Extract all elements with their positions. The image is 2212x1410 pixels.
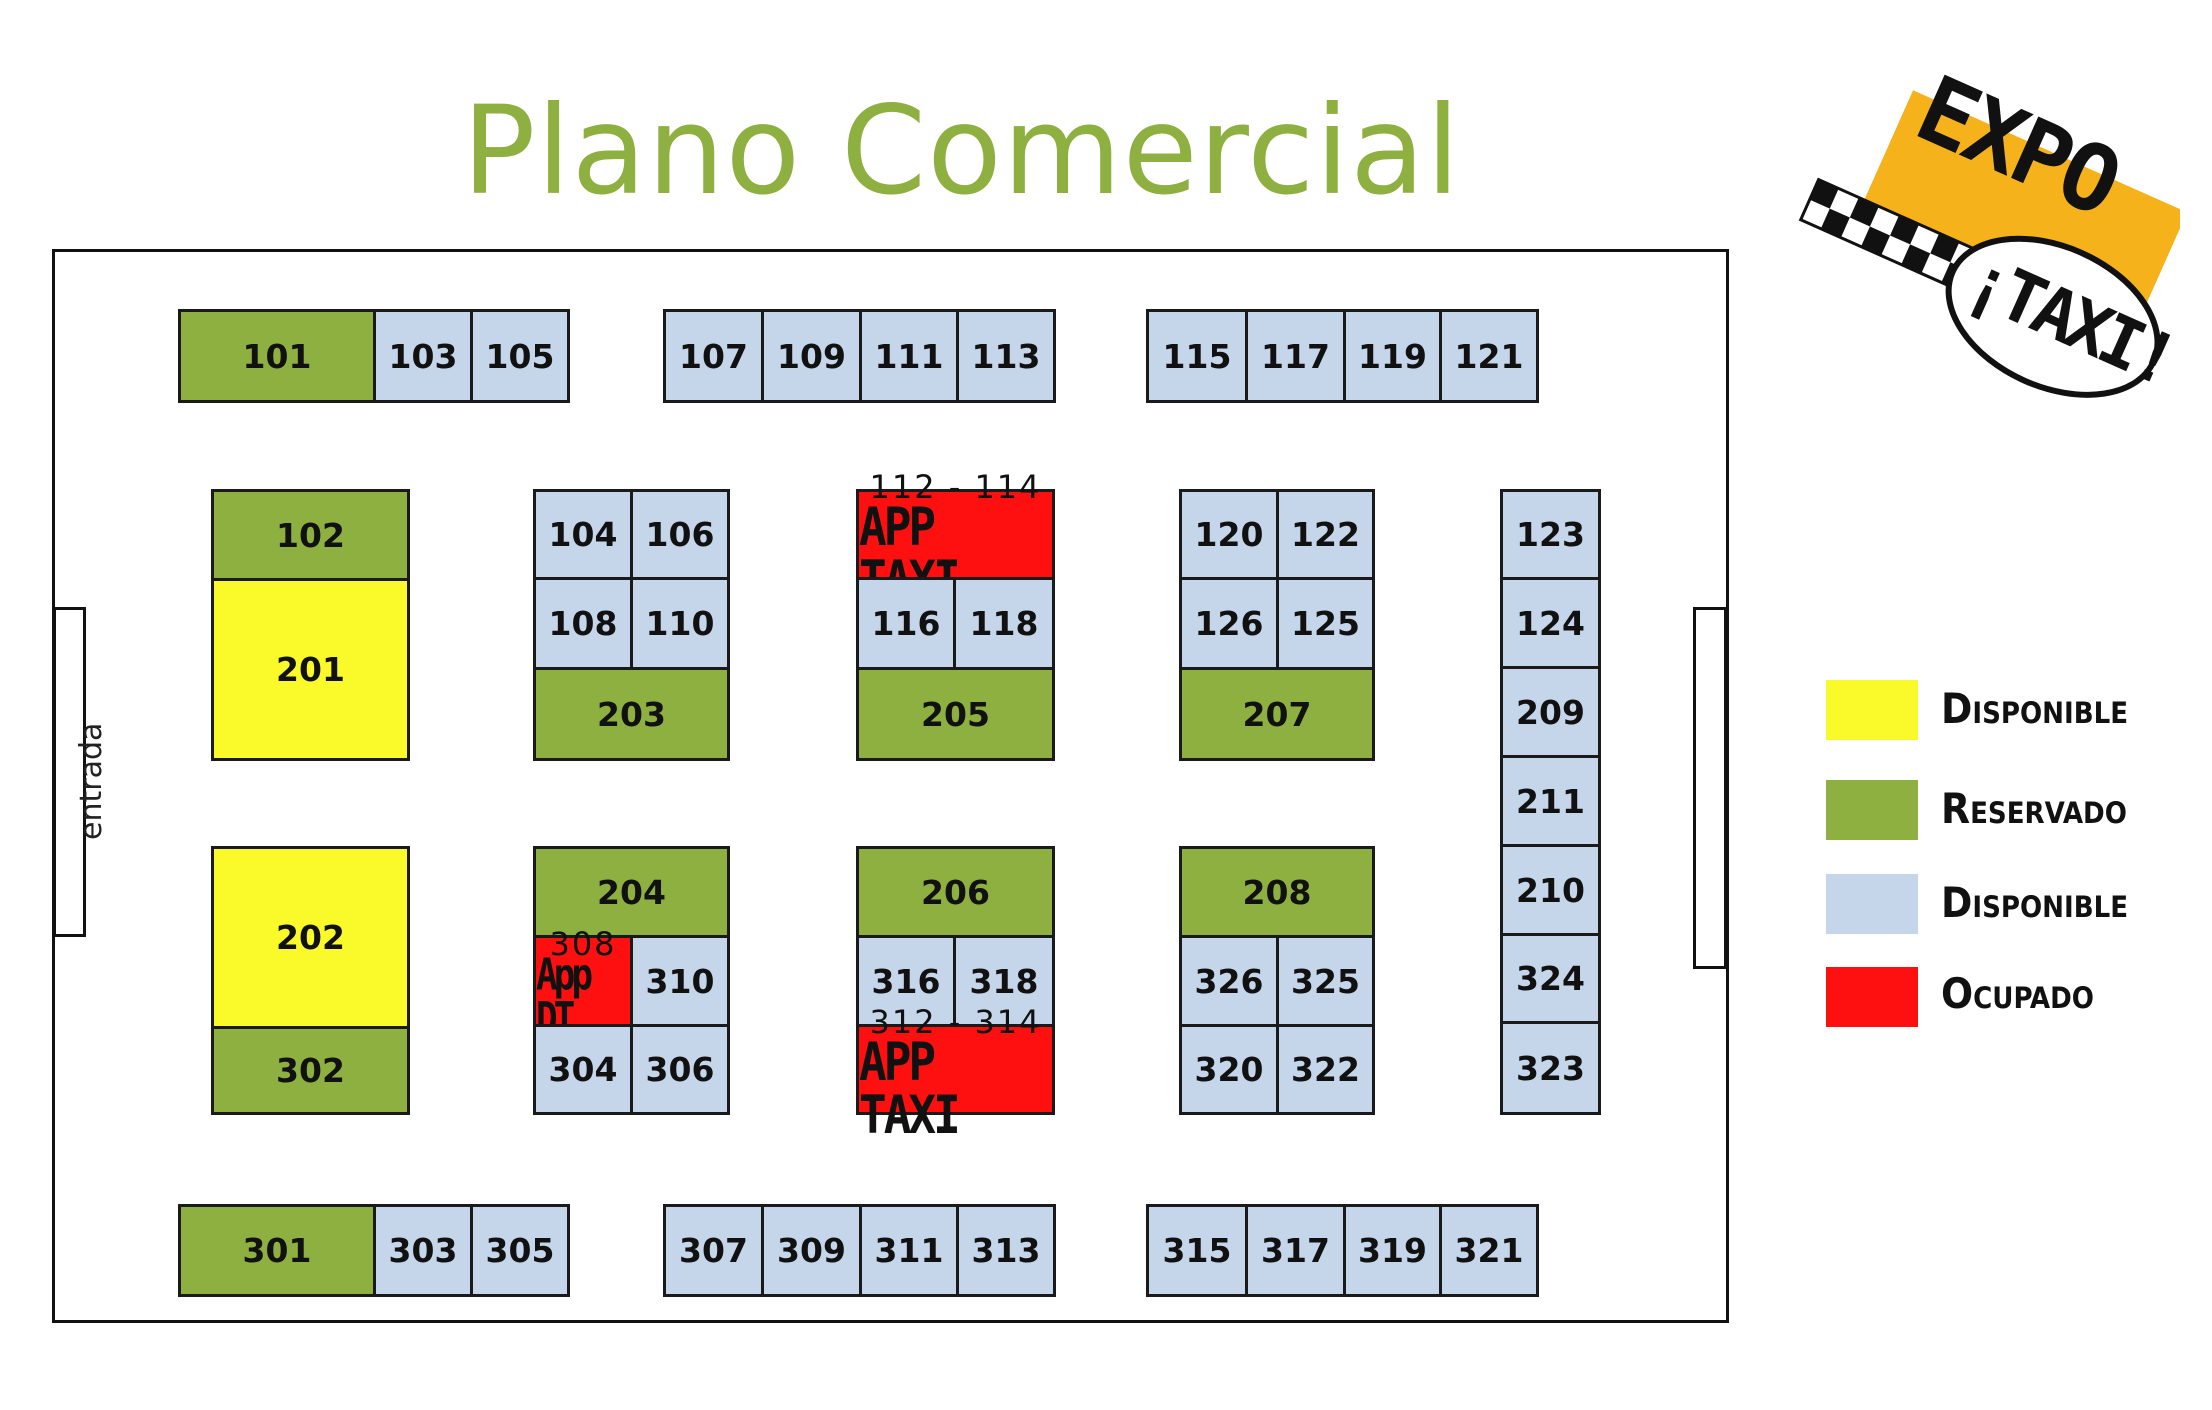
booth-311[interactable]: 311 [859,1204,959,1297]
booth-301[interactable]: 301 [178,1204,376,1297]
booth-112-114[interactable]: 112 - 114 APP TAXI [856,471,1055,605]
booth-202[interactable]: 202 [211,846,410,1029]
legend-swatch-occupied [1826,967,1918,1027]
legend-label-available-blue: Disponible [1941,878,2129,927]
booth-316[interactable]: 316 [856,935,956,1027]
booth-324[interactable]: 324 [1500,933,1601,1024]
booth-211[interactable]: 211 [1500,755,1601,847]
booth-310[interactable]: 310 [630,935,730,1027]
booth-303[interactable]: 303 [373,1204,473,1297]
booth-306[interactable]: 306 [630,1024,730,1115]
booth-305[interactable]: 305 [470,1204,570,1297]
booth-313[interactable]: 313 [956,1204,1056,1297]
booth-319[interactable]: 319 [1343,1204,1442,1297]
booth-304[interactable]: 304 [533,1024,633,1115]
booth-201[interactable]: 201 [211,578,410,761]
booth-115[interactable]: 115 [1146,309,1248,403]
booth-119[interactable]: 119 [1343,309,1442,403]
booth-315[interactable]: 315 [1146,1204,1248,1297]
page-title: Plano Comercial [462,80,1461,222]
legend-swatch-available-blue [1826,874,1918,934]
entrance-label: entrada [74,722,109,840]
booth-317[interactable]: 317 [1245,1204,1346,1297]
booth-101[interactable]: 101 [178,309,376,403]
legend-swatch-available-yellow [1826,680,1918,740]
booth-124[interactable]: 124 [1500,577,1601,669]
booth-102[interactable]: 102 [211,489,410,581]
legend-label-occupied: Ocupado [1941,969,2094,1018]
booth-110[interactable]: 110 [630,577,730,670]
booth-320[interactable]: 320 [1179,1024,1279,1115]
booth-206[interactable]: 206 [856,846,1055,938]
booth-204[interactable]: 204 [533,846,730,938]
booth-325[interactable]: 325 [1276,935,1375,1027]
booth-108[interactable]: 108 [533,577,633,670]
booth-312-314-tenant: APP TAXI [859,1030,961,1145]
booth-308[interactable]: 308 App DT [533,928,633,1041]
booth-113[interactable]: 113 [956,309,1056,403]
booth-105[interactable]: 105 [470,309,570,403]
booth-302[interactable]: 302 [211,1026,410,1115]
booth-326[interactable]: 326 [1179,935,1279,1027]
booth-308-number: 308 [549,925,617,963]
legend-swatch-reserved [1826,780,1918,840]
booth-322[interactable]: 322 [1276,1024,1375,1115]
exhibition-hall [52,249,1729,1323]
booth-309[interactable]: 309 [761,1204,862,1297]
booth-118[interactable]: 118 [953,577,1055,670]
booth-111[interactable]: 111 [859,309,959,403]
booth-107[interactable]: 107 [663,309,764,403]
booth-205[interactable]: 205 [856,667,1055,761]
booth-109[interactable]: 109 [761,309,862,403]
booth-112-114-number: 112 - 114 [869,467,1042,506]
booth-207[interactable]: 207 [1179,667,1375,761]
booth-203[interactable]: 203 [533,667,730,761]
booth-209[interactable]: 209 [1500,666,1601,758]
booth-116[interactable]: 116 [856,577,956,670]
booth-210[interactable]: 210 [1500,844,1601,936]
booth-121[interactable]: 121 [1439,309,1539,403]
booth-126[interactable]: 126 [1179,577,1279,670]
booth-120[interactable]: 120 [1179,489,1279,580]
booth-307[interactable]: 307 [663,1204,764,1297]
booth-125[interactable]: 125 [1276,577,1375,670]
booth-123-top[interactable]: 123 [1500,489,1601,580]
booth-117[interactable]: 117 [1245,309,1346,403]
booth-208[interactable]: 208 [1179,846,1375,938]
booth-104[interactable]: 104 [533,489,633,580]
booth-106[interactable]: 106 [630,489,730,580]
legend-label-available-yellow: Disponible [1941,684,2129,733]
booth-312-314[interactable]: 312 - 314 APP TAXI [856,1006,1055,1140]
door-right [1693,607,1727,969]
entrance-door-left [53,607,86,937]
booth-323[interactable]: 323 [1500,1021,1601,1115]
booth-321[interactable]: 321 [1439,1204,1539,1297]
legend-label-reserved: Reservado [1941,784,2127,833]
expo-taxi-logo: EXPO ¡TAXI! [1798,60,2180,401]
booth-122[interactable]: 122 [1276,489,1375,580]
booth-103[interactable]: 103 [373,309,473,403]
booth-312-314-number: 312 - 314 [869,1002,1042,1041]
legend: Disponible Reservado Disponible Ocupado [1826,680,2186,1040]
